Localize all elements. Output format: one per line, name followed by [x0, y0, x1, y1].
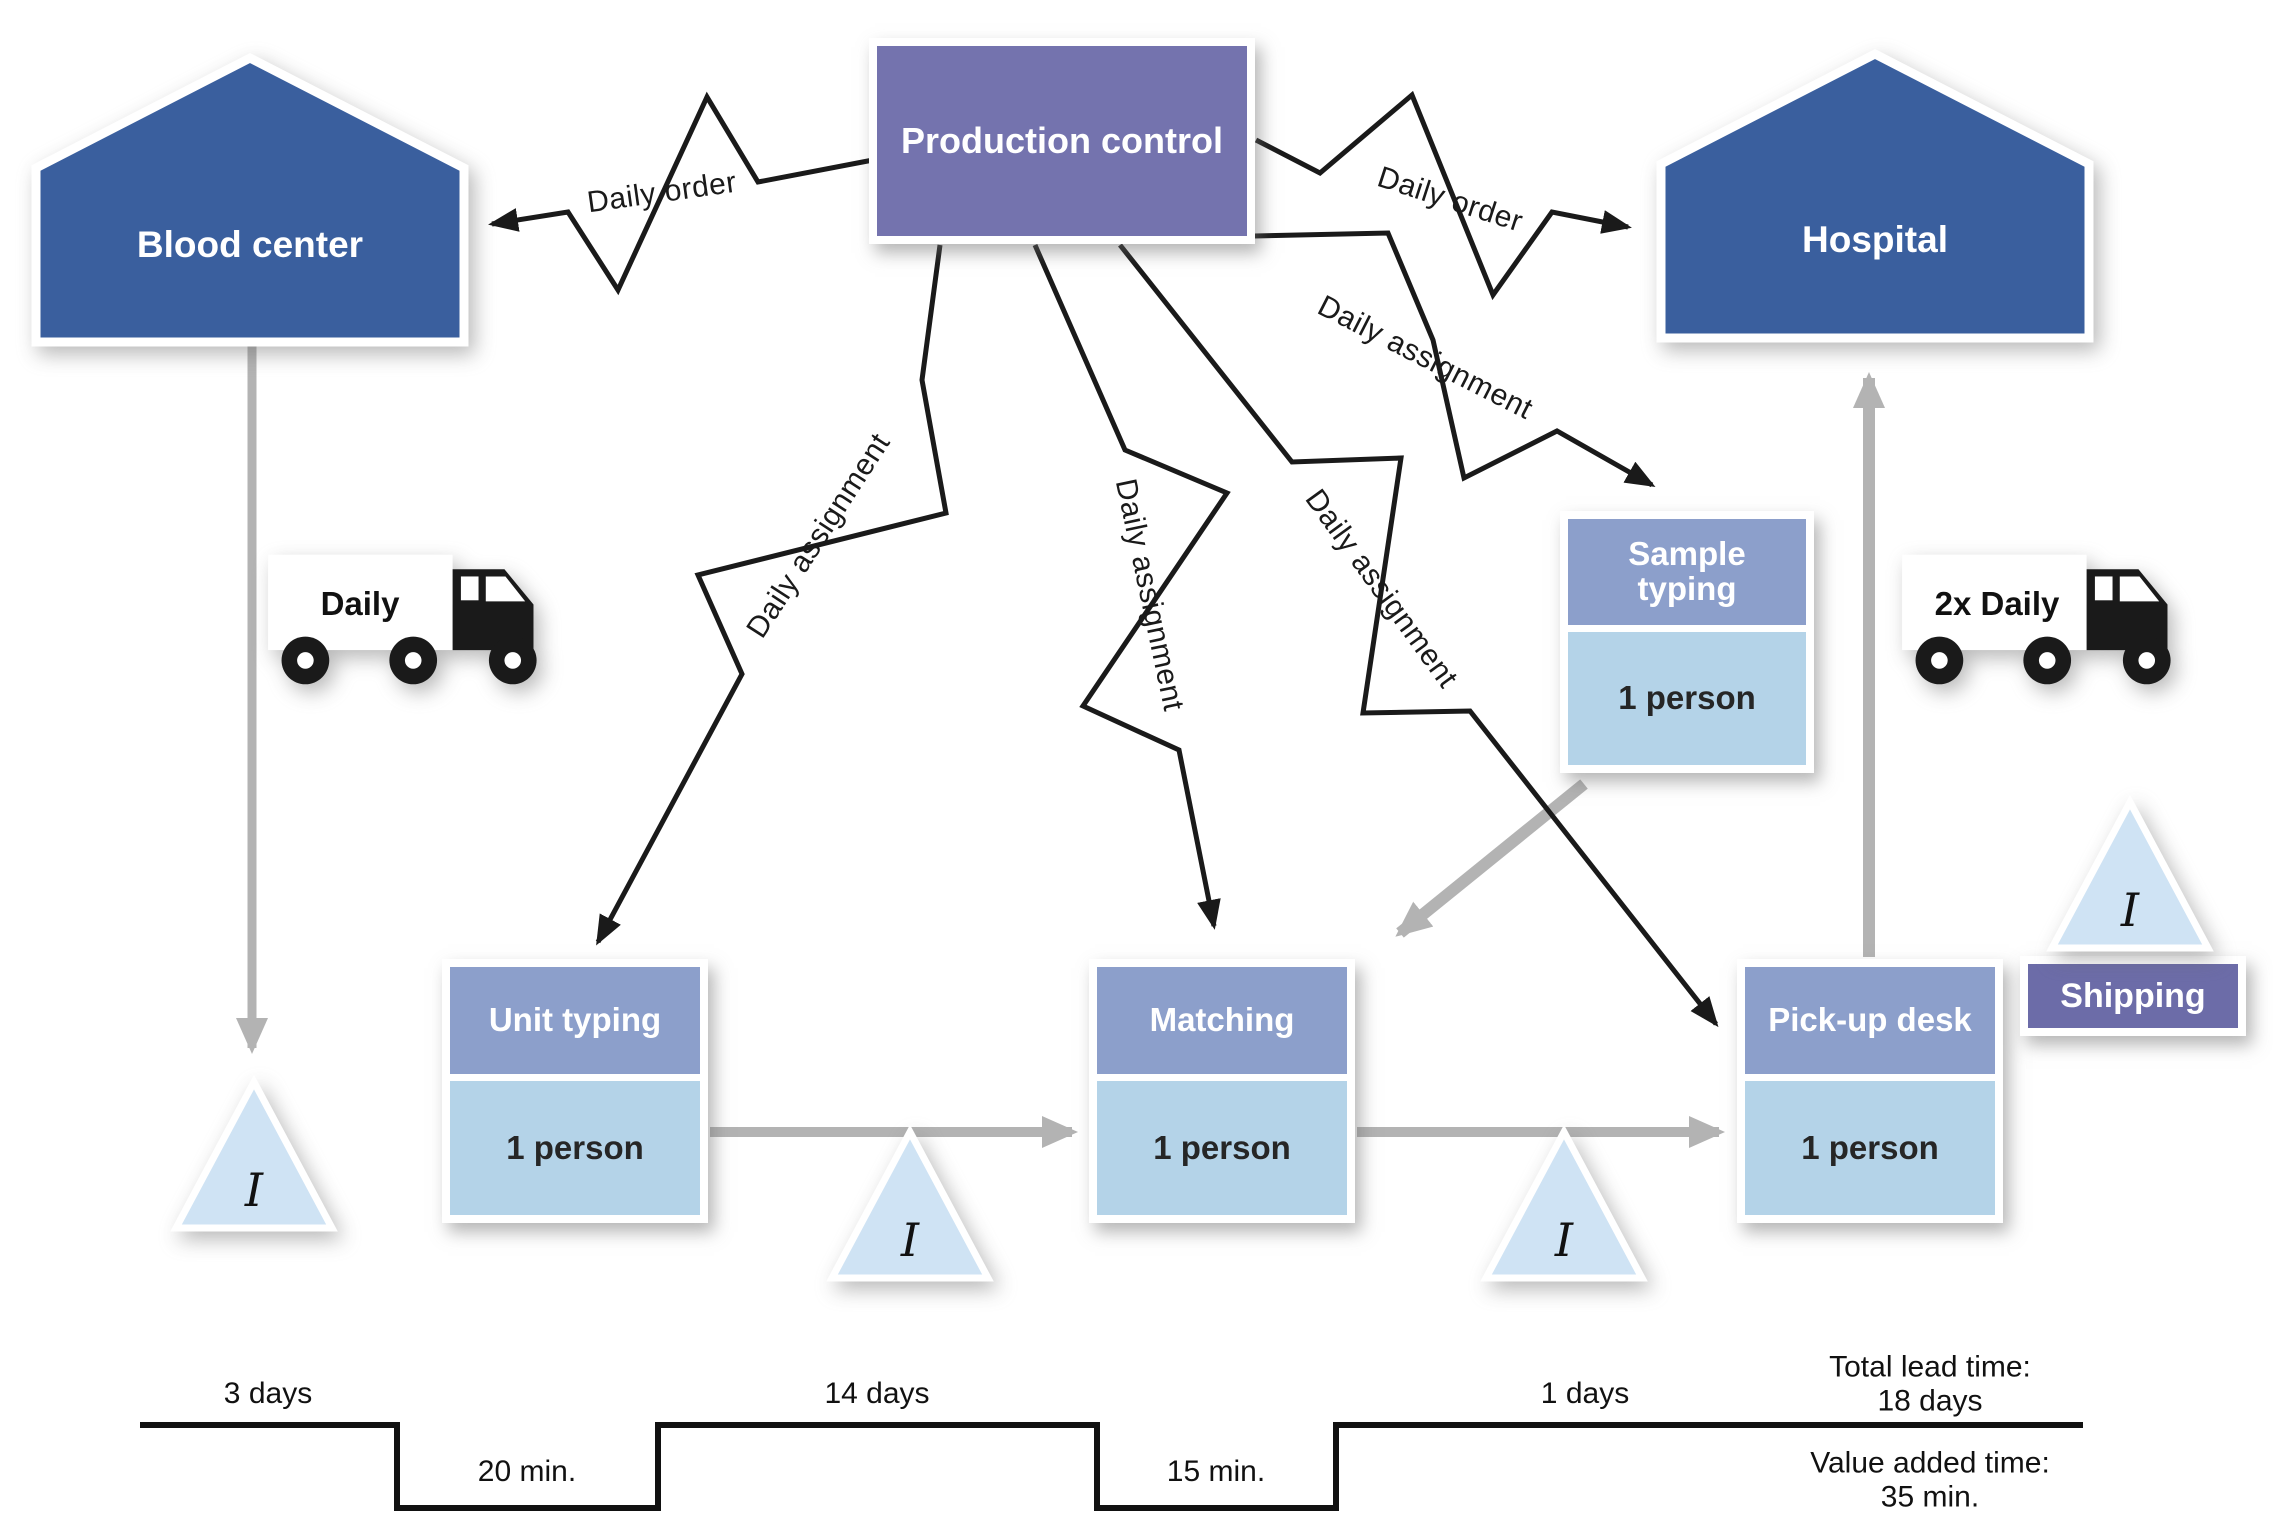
sample-typing-title: Sample typing [1568, 519, 1806, 625]
timeline-segment-label: 3 days [223, 1377, 313, 1410]
inventory-triangle-icon [826, 1124, 994, 1282]
hospital-label: Hospital [1802, 219, 1948, 260]
daily-assignment-to-matching-arrow [1032, 243, 1231, 930]
production-control-label: Production control [901, 120, 1223, 161]
unit-typing-box: Unit typing 1 person [442, 959, 708, 1223]
inventory-triangle-icon [1480, 1124, 1648, 1282]
shipping-box: Shipping [2020, 956, 2246, 1036]
value-added-time-value: 35 min. [1880, 1480, 1980, 1513]
daily-assignment-to-pickup-arrow [1118, 243, 1719, 1028]
hospital-truck-label: 2x Daily [1934, 585, 2060, 622]
inventory-triangle-icon [170, 1074, 338, 1232]
total-lead-time-value: 18 days [1877, 1384, 1983, 1417]
inventory-triangle-icon [2046, 794, 2214, 952]
inventory-symbol: I [244, 1163, 264, 1217]
pickup-desk-box: Pick-up desk 1 person [1737, 959, 2003, 1223]
inventory-symbol: I [2120, 883, 2140, 937]
unit-typing-staff: 1 person [450, 1080, 700, 1215]
timeline-segment-label: 1 days [1540, 1377, 1630, 1410]
matching-staff: 1 person [1097, 1080, 1347, 1215]
value-added-time-label: Value added time: [1810, 1446, 2050, 1480]
timeline-segment-label: 20 min. [477, 1455, 577, 1488]
sample-typing-box: Sample typing 1 person [1560, 511, 1814, 773]
sample-typing-staff: 1 person [1568, 631, 1806, 765]
daily-order-to-hospital-arrow [1254, 90, 1632, 301]
matching-box: Matching 1 person [1089, 959, 1355, 1223]
inventory-symbol: I [1554, 1213, 1574, 1267]
timeline-ladder [140, 1422, 2083, 1511]
hospital-building-icon [1656, 48, 2094, 343]
blood-center-building-icon [31, 52, 469, 347]
unit-typing-title: Unit typing [450, 967, 700, 1074]
total-lead-time: Total lead time: 18 days [1829, 1350, 2031, 1417]
sample-typing-to-matching-arrow [1395, 779, 1588, 938]
production-control-box: Production control [869, 38, 1255, 244]
timeline-segment-label: 15 min. [1166, 1455, 1266, 1488]
daily-order-to-blood-center-arrow [488, 91, 874, 296]
inventory-symbol: I [900, 1213, 920, 1267]
truck-icon [1902, 554, 2171, 685]
daily-assignment-to-sample-typing-arrow [1253, 230, 1656, 488]
matching-title: Matching [1097, 967, 1347, 1074]
value-added-time: Value added time: 35 min. [1810, 1446, 2050, 1513]
blood-center-truck-label: Daily [320, 585, 400, 622]
daily-assignment-to-unit-typing-arrow [595, 244, 949, 946]
timeline-segment-label: 14 days [824, 1377, 930, 1410]
blood-center-label: Blood center [136, 224, 364, 265]
pickup-desk-title: Pick-up desk [1745, 967, 1995, 1074]
pickup-desk-staff: 1 person [1745, 1080, 1995, 1215]
shipping-label: Shipping [2060, 976, 2206, 1015]
truck-icon [268, 554, 537, 685]
total-lead-time-label: Total lead time: [1829, 1350, 2031, 1384]
